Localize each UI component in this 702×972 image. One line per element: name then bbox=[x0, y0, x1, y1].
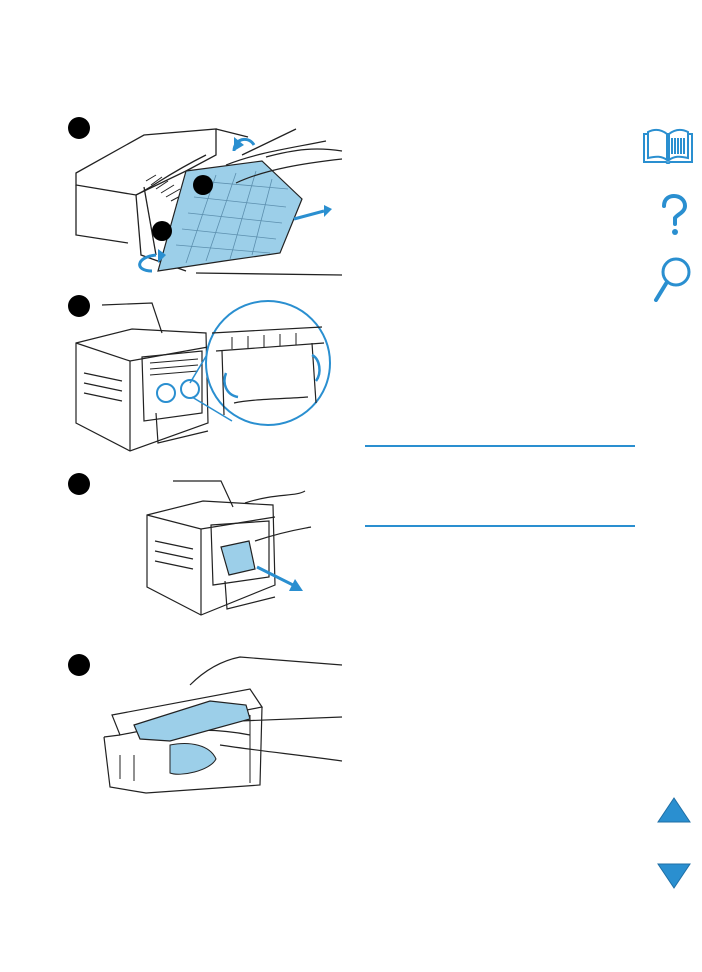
page-up-arrow[interactable] bbox=[656, 796, 692, 824]
section-divider-top bbox=[365, 445, 635, 447]
help-question-icon[interactable] bbox=[658, 194, 690, 238]
search-magnifier-icon[interactable] bbox=[652, 256, 692, 302]
section-divider-bottom bbox=[365, 525, 635, 527]
step-4-illustration bbox=[103, 656, 343, 794]
step-badge-4 bbox=[68, 654, 90, 676]
step-1-illustration bbox=[75, 128, 343, 276]
step-badge-3 bbox=[68, 473, 90, 495]
step-2-illustration bbox=[75, 300, 331, 452]
book-icon[interactable] bbox=[642, 128, 694, 164]
step-badge-1 bbox=[68, 117, 90, 139]
step-3-illustration bbox=[146, 480, 312, 616]
step-badge-2 bbox=[68, 295, 90, 317]
page-down-arrow[interactable] bbox=[656, 862, 692, 890]
